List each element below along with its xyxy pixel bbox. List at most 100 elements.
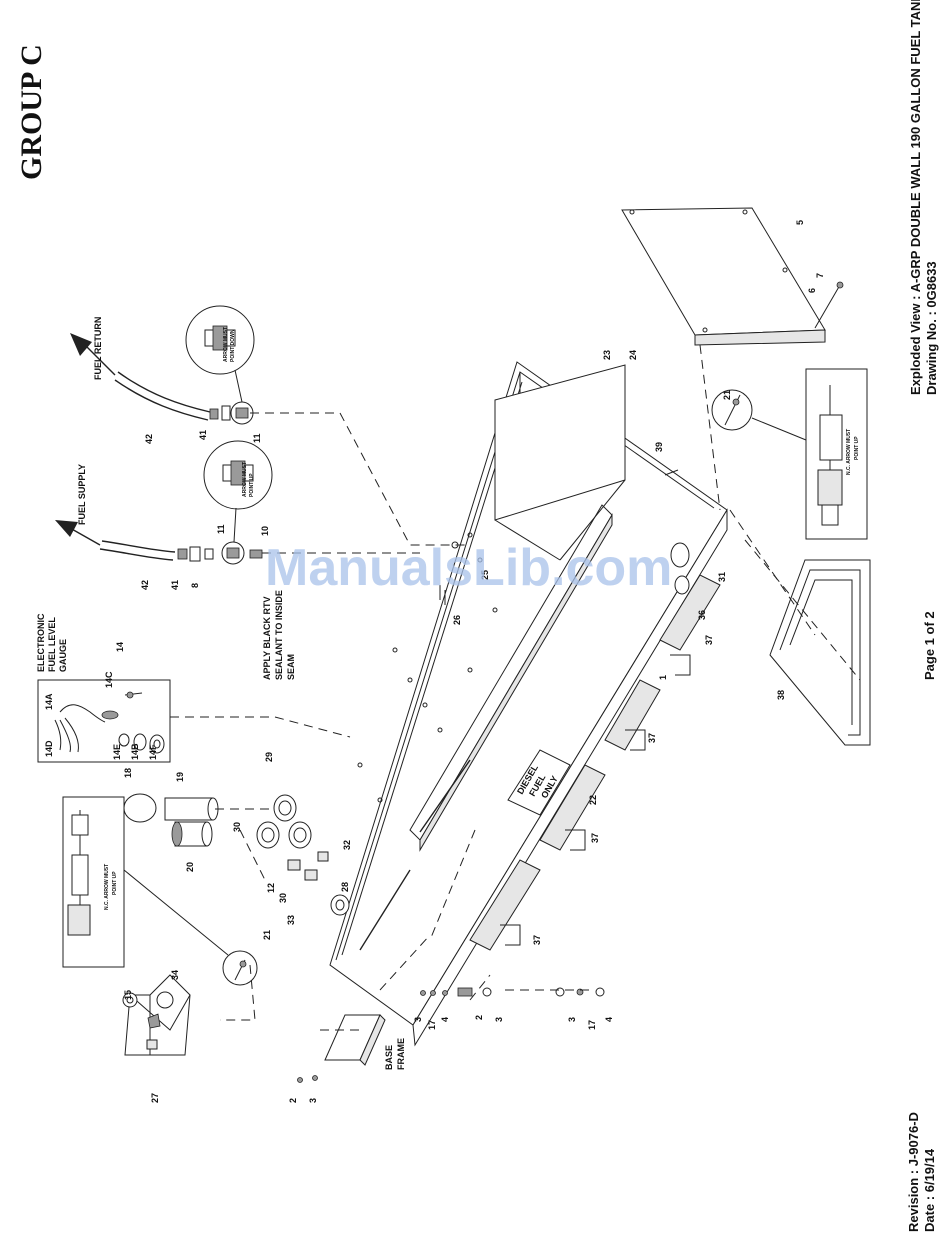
- callout-22: 22: [588, 795, 598, 805]
- svg-text:SEAM: SEAM: [286, 654, 296, 680]
- callout-14d: 14D: [44, 740, 54, 757]
- callout-2: 2: [288, 1098, 298, 1103]
- callout-3: 3: [567, 1017, 577, 1022]
- svg-text:GAUGE: GAUGE: [58, 639, 68, 672]
- svg-text:N.C. ARROW MUST: N.C. ARROW MUST: [846, 429, 852, 475]
- svg-text:POINT UP: POINT UP: [854, 436, 860, 460]
- svg-text:SEALANT TO INSIDE: SEALANT TO INSIDE: [274, 590, 284, 680]
- drawing-number: Drawing No. : 0G8633: [924, 261, 939, 395]
- callout-33: 33: [286, 915, 296, 925]
- drawing-notes: FUEL RETURN FUEL SUPPLY ELECTRONIC FUEL …: [36, 317, 860, 1070]
- callout-7: 7: [815, 273, 825, 278]
- callout-39: 39: [654, 442, 664, 452]
- svg-text:POINT UP: POINT UP: [112, 871, 118, 895]
- tank-ribs: [359, 574, 721, 951]
- page-number: Page 1 of 2: [922, 611, 937, 680]
- callout-14: 14: [115, 642, 125, 652]
- callout-24: 24: [628, 350, 638, 360]
- svg-text:N.C. ARROW MUST: N.C. ARROW MUST: [104, 864, 110, 910]
- callout-26: 26: [452, 615, 462, 625]
- callout-14a: 14A: [44, 693, 54, 710]
- part-callouts: 1 2 2 3 3 3 3 4 4 5 6 7 8 10 11 11 12 14…: [44, 220, 825, 1103]
- callout-18: 18: [123, 768, 133, 778]
- fuel-supply-assembly: [55, 440, 273, 565]
- callout-21: 21: [262, 930, 272, 940]
- tank-top-holes: [357, 532, 498, 803]
- svg-text:FUEL SUPPLY: FUEL SUPPLY: [77, 464, 87, 525]
- revision-date: Date : 6/19/14: [922, 1148, 937, 1232]
- callout-14b: 14B: [130, 743, 140, 760]
- callout-31: 31: [717, 572, 727, 582]
- svg-text:ELECTRONIC: ELECTRONIC: [36, 613, 46, 672]
- callout-8: 8: [190, 583, 200, 588]
- callout-17: 17: [587, 1020, 597, 1030]
- callout-5: 5: [795, 220, 805, 225]
- revision-label: Revision : J-9076-D: [906, 1112, 921, 1232]
- svg-text:ARROW MUST: ARROW MUST: [223, 327, 229, 362]
- callout-3: 3: [413, 1017, 423, 1022]
- group-heading: GROUP C: [15, 44, 48, 180]
- fuel-return-assembly: [70, 305, 255, 425]
- callout-14c: 14C: [104, 671, 114, 688]
- callout-1: 1: [658, 675, 668, 680]
- callout-37: 37: [590, 833, 600, 843]
- fuel-level-gauge-kit: [37, 679, 171, 763]
- callout-30: 30: [232, 822, 242, 832]
- callout-3: 3: [494, 1017, 504, 1022]
- callout-27: 27: [150, 1093, 160, 1103]
- callout-15: 15: [123, 990, 133, 1000]
- tank-legs: [500, 654, 691, 946]
- callout-14e: 14E: [112, 744, 122, 760]
- callout-34: 34: [170, 970, 180, 980]
- callout-36: 36: [697, 610, 707, 620]
- callout-3: 3: [308, 1098, 318, 1103]
- callout-37: 37: [532, 935, 542, 945]
- svg-text:APPLY BLACK RTV: APPLY BLACK RTV: [262, 596, 272, 680]
- svg-text:FUEL RETURN: FUEL RETURN: [93, 317, 103, 380]
- nc-switch-detail-left: [62, 796, 258, 986]
- drawing-title: Exploded View : A-GRP DOUBLE WALL 190 GA…: [908, 0, 923, 395]
- callout-11: 11: [252, 433, 262, 443]
- callout-38: 38: [776, 690, 786, 700]
- callout-41: 41: [170, 580, 180, 590]
- callout-17: 17: [427, 1020, 437, 1030]
- svg-text:ARROW MUST: ARROW MUST: [242, 462, 248, 497]
- drip-pan: [769, 559, 871, 746]
- callout-37: 37: [647, 733, 657, 743]
- callout-4: 4: [604, 1017, 614, 1022]
- callout-6: 6: [807, 288, 817, 293]
- callout-14f: 14F: [148, 744, 158, 760]
- callout-42: 42: [140, 580, 150, 590]
- fuel-tank-body: DIESEL FUEL ONLY: [256, 361, 728, 1047]
- svg-text:FUEL LEVEL: FUEL LEVEL: [47, 617, 57, 672]
- callout-28: 28: [340, 882, 350, 892]
- tank-fittings: [256, 469, 690, 916]
- callout-19: 19: [175, 772, 185, 782]
- callout-20: 20: [185, 862, 195, 872]
- assembly-leader-lines: [170, 344, 861, 1031]
- watermark: ManualsLib.com: [265, 539, 672, 597]
- nc-switch-detail-right: [711, 368, 868, 540]
- callout-4: 4: [440, 1017, 450, 1022]
- callout-11: 11: [216, 524, 226, 534]
- callout-32: 32: [342, 840, 352, 850]
- callout-12: 12: [266, 883, 276, 893]
- svg-text:BASE: BASE: [384, 1045, 394, 1070]
- base-frame: [297, 1014, 386, 1083]
- filler-parts: [123, 793, 219, 847]
- callout-2: 2: [474, 1015, 484, 1020]
- callout-29: 29: [264, 752, 274, 762]
- svg-text:POINT DOWN: POINT DOWN: [230, 329, 236, 362]
- callout-41: 41: [198, 430, 208, 440]
- junction-box: [122, 974, 191, 1056]
- end-panel: [621, 207, 844, 346]
- callout-10: 10: [260, 526, 270, 536]
- svg-text:FRAME: FRAME: [396, 1038, 406, 1070]
- callout-21: 21: [722, 390, 732, 400]
- callout-30: 30: [278, 893, 288, 903]
- svg-text:POINT UP: POINT UP: [249, 473, 255, 497]
- callout-23: 23: [602, 350, 612, 360]
- callout-42: 42: [144, 434, 154, 444]
- callout-25: 25: [480, 570, 490, 580]
